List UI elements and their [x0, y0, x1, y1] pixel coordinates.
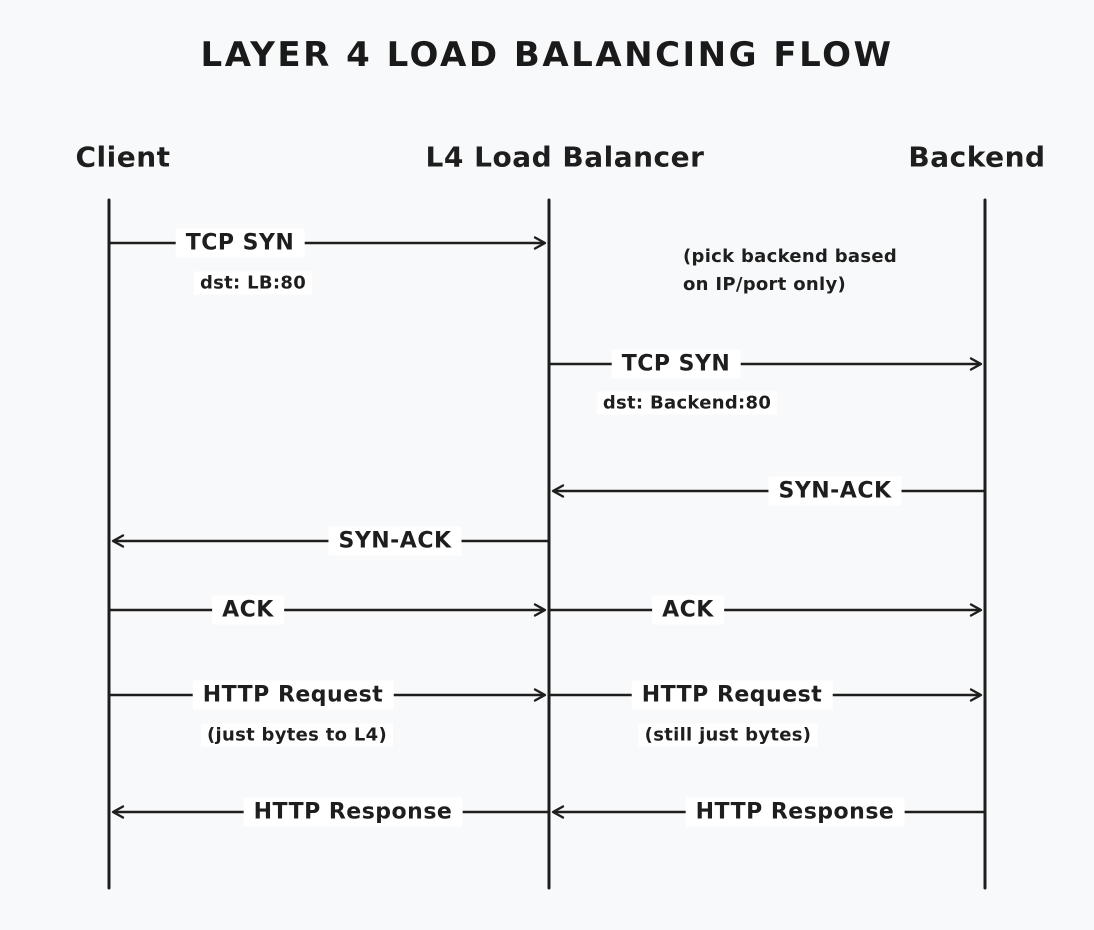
message-sublabel-still-bytes: (still just bytes)	[638, 723, 818, 747]
note-line-2: on IP/port only)	[683, 274, 847, 295]
diagram-title: LAYER 4 LOAD BALANCING FLOW	[200, 35, 894, 75]
note-pick-backend: (pick backend based on IP/port only)	[683, 243, 897, 299]
message-label-http-response-1: HTTP Response	[243, 797, 463, 827]
message-label-http-request-2: HTTP Request	[631, 680, 833, 710]
message-label-tcp-syn-1: TCP SYN	[175, 228, 305, 258]
message-sublabel-just-bytes: (just bytes to L4)	[200, 723, 394, 747]
message-label-tcp-syn-2: TCP SYN	[611, 349, 741, 379]
message-sublabel-dst-lb: dst: LB:80	[193, 271, 313, 295]
actor-label-backend: Backend	[908, 140, 1046, 174]
note-line-1: (pick backend based	[683, 246, 898, 267]
actor-label-client: Client	[75, 140, 171, 174]
actor-label-lb: L4 Load Balancer	[425, 140, 705, 174]
message-label-http-response-2: HTTP Response	[685, 797, 905, 827]
message-label-ack-2: ACK	[652, 595, 724, 625]
message-label-http-request-1: HTTP Request	[192, 680, 394, 710]
message-label-syn-ack-2: SYN-ACK	[328, 526, 462, 556]
message-label-ack-1: ACK	[212, 595, 284, 625]
message-sublabel-dst-backend: dst: Backend:80	[596, 391, 778, 415]
message-label-syn-ack-1: SYN-ACK	[768, 476, 902, 506]
